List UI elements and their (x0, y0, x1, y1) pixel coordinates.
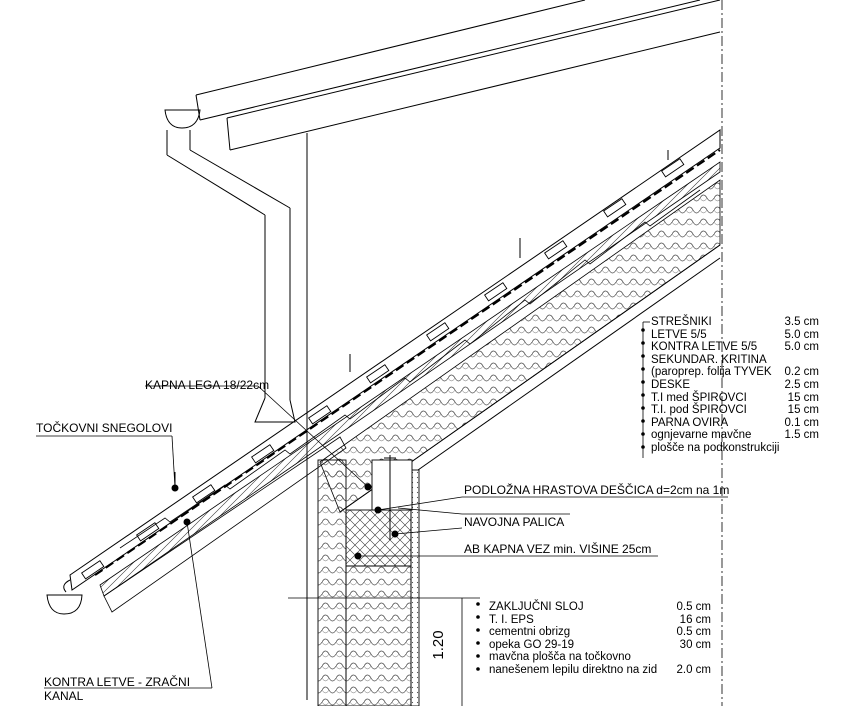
layer-name: opeka GO 29-19 (489, 638, 575, 651)
layer-name: mavčna plošča na točkovno (489, 651, 631, 664)
layer-thickness: 15 cm (787, 391, 819, 404)
layer-thickness: 15 cm (787, 404, 819, 417)
layer-row: ognjevarne mavčne 1.5 cm (651, 429, 819, 442)
roof-tile-clips (81, 158, 685, 580)
layer-name: plošče na podkonstrukciji (651, 441, 780, 454)
layer-name: nanešenem lepilu direktno na zid (489, 663, 658, 676)
dimension-line (288, 597, 480, 706)
label-kapna-lega: KAPNA LEGA 18/22cm (145, 378, 270, 392)
layer-thickness: 1.5 cm (784, 429, 819, 442)
layer-row: T. I. EPS 16 cm (489, 614, 711, 627)
layer-row: mavčna plošča na točkovno (489, 651, 711, 664)
layer-row: DESKE 2.5 cm (651, 379, 819, 392)
roof-layers (69, 129, 721, 613)
label-navojna-palica: NAVOJNA PALICA (464, 515, 565, 529)
layer-row: ZAKLJUČNI SLOJ 0.5 cm (489, 601, 711, 614)
layer-row: nanešenem lepilu direktno na zid 2.0 cm (489, 664, 711, 677)
layer-row: SEKUNDAR. KRITINA (651, 354, 819, 367)
layer-name: T. I. EPS (489, 613, 534, 626)
layer-row: plošče na podkonstrukciji (651, 442, 819, 455)
layer-name: cementni obrizg (489, 626, 571, 639)
label-ab-kapna-vez: AB KAPNA VEZ min. VIŠINE 25cm (464, 542, 652, 556)
tile-profile (119, 189, 701, 549)
upper-roof-overhang (195, 0, 721, 700)
label-kontra-letve: KONTRA LETVE - ZRAČNI (44, 675, 191, 689)
layer-row: T.I med ŠPIROVCI 15 cm (651, 392, 819, 405)
layer-name: (paroprep. folija TYVEK (651, 366, 772, 379)
layer-thickness: 16 cm (679, 613, 711, 626)
label-snegolovi: TOČKOVNI SNEGOLOVI (36, 421, 173, 435)
dimension-label: 1.20 (430, 630, 447, 660)
layer-row: opeka GO 29-19 30 cm (489, 639, 711, 652)
layer-name: PARNA OVIRA (651, 416, 729, 429)
layer-name: T.I. pod ŠPIROVCI (651, 404, 747, 417)
leader-dots (171, 328, 645, 671)
layer-name: SEKUNDAR. KRITINA (651, 353, 767, 366)
layer-row: KONTRA LETVE 5/5 5.0 cm (651, 341, 819, 354)
layer-row: T.I. pod ŠPIROVCI 15 cm (651, 404, 819, 417)
layer-thickness: 0.5 cm (676, 626, 711, 639)
layer-thickness: 0.2 cm (784, 366, 819, 379)
wall-section (317, 455, 420, 706)
label-kanal: KANAL (44, 689, 84, 703)
layer-thickness: 5.0 cm (784, 341, 819, 354)
layer-row: LETVE 5/5 5.0 cm (651, 329, 819, 342)
downpipe (164, 109, 296, 423)
layer-name: STREŠNIKI (651, 316, 712, 328)
layer-row: STREŠNIKI 3.5 cm (651, 316, 819, 329)
layer-thickness: 0.5 cm (676, 601, 711, 613)
layer-thickness: 2.5 cm (784, 378, 819, 391)
layer-name: T.I med ŠPIROVCI (651, 391, 747, 404)
layer-thickness: 3.5 cm (784, 316, 819, 328)
layer-name: ognjevarne mavčne (651, 429, 752, 442)
layer-thickness: 30 cm (679, 638, 711, 651)
layer-row: (paroprep. folija TYVEK 0.2 cm (651, 366, 819, 379)
layer-name: LETVE 5/5 (651, 328, 707, 341)
layer-thickness: 5.0 cm (784, 328, 819, 341)
layer-name: KONTRA LETVE 5/5 (651, 341, 758, 354)
layer-name: ZAKLJUČNI SLOJ (489, 601, 584, 613)
layer-row: cementni obrizg 0.5 cm (489, 626, 711, 639)
layer-row: PARNA OVIRA 0.1 cm (651, 417, 819, 430)
layer-thickness: 0.1 cm (784, 416, 819, 429)
layer-name: DESKE (651, 378, 690, 391)
label-hrastova-descica: PODLOŽNA HRASTOVA DEŠČICA d=2cm na 1m (464, 483, 730, 497)
layer-thickness: 2.0 cm (676, 663, 711, 676)
gutter (46, 579, 83, 615)
